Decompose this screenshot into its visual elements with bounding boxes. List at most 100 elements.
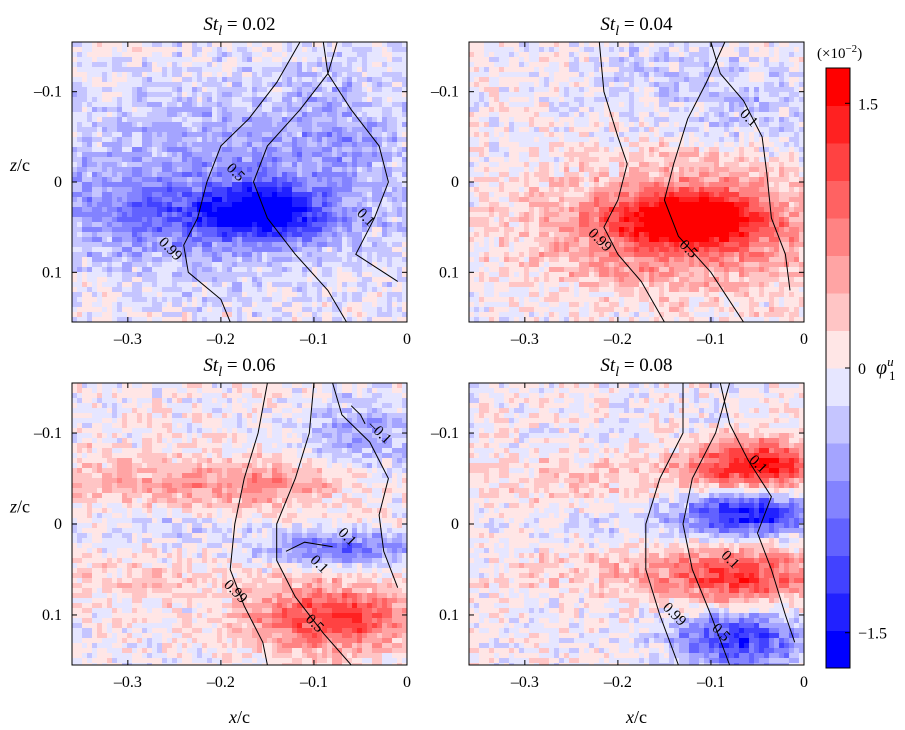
heatmap-cell bbox=[137, 102, 143, 108]
heatmap-cell bbox=[177, 127, 183, 133]
heatmap-cell bbox=[102, 282, 108, 288]
heatmap-cell bbox=[382, 47, 388, 53]
heatmap-cell bbox=[187, 297, 193, 303]
heatmap-cell bbox=[544, 247, 550, 253]
heatmap-cell bbox=[252, 202, 258, 208]
heatmap-cell bbox=[92, 277, 98, 283]
heatmap-cell bbox=[147, 292, 153, 298]
heatmap-cell bbox=[272, 237, 278, 243]
heatmap-cell bbox=[524, 77, 530, 83]
heatmap-cell bbox=[317, 232, 323, 238]
heatmap-cell bbox=[392, 137, 398, 143]
heatmap-cell bbox=[559, 227, 565, 233]
heatmap-cell bbox=[92, 92, 98, 98]
heatmap-cell bbox=[247, 62, 253, 68]
heatmap-cell bbox=[347, 52, 353, 58]
heatmap-cell bbox=[479, 187, 485, 193]
heatmap-cell bbox=[122, 167, 128, 173]
heatmap-cell bbox=[202, 202, 208, 208]
heatmap-cell bbox=[87, 277, 93, 283]
heatmap-cell bbox=[162, 102, 168, 108]
heatmap-cell bbox=[332, 277, 338, 283]
heatmap-cell bbox=[539, 147, 545, 153]
heatmap-cell bbox=[157, 212, 163, 218]
heatmap-cell bbox=[257, 207, 263, 213]
heatmap-cell bbox=[337, 137, 343, 143]
heatmap-cell bbox=[252, 142, 258, 148]
heatmap-cell bbox=[524, 292, 530, 298]
heatmap-cell bbox=[77, 132, 83, 138]
heatmap-cell bbox=[287, 217, 293, 223]
heatmap-cell bbox=[107, 127, 113, 133]
heatmap-cell bbox=[82, 242, 88, 248]
heatmap-cell bbox=[479, 62, 485, 68]
heatmap-cell bbox=[549, 127, 555, 133]
heatmap-cell bbox=[317, 187, 323, 193]
heatmap-cell bbox=[524, 117, 530, 123]
heatmap-cell bbox=[182, 287, 188, 293]
heatmap-cell bbox=[342, 187, 348, 193]
heatmap-cell bbox=[282, 47, 288, 53]
heatmap-cell bbox=[182, 107, 188, 113]
heatmap-cell bbox=[167, 87, 173, 93]
heatmap-cell bbox=[172, 127, 178, 133]
heatmap-cell bbox=[222, 257, 228, 263]
heatmap-cell bbox=[312, 147, 318, 153]
heatmap-cell bbox=[392, 227, 398, 233]
heatmap-cell bbox=[112, 222, 118, 228]
heatmap-cell bbox=[474, 107, 480, 113]
heatmap-cell bbox=[382, 112, 388, 118]
heatmap-cell bbox=[469, 107, 475, 113]
heatmap-cell bbox=[277, 302, 283, 308]
heatmap-cell bbox=[367, 167, 373, 173]
heatmap-cell bbox=[267, 302, 273, 308]
heatmap-cell bbox=[177, 242, 183, 248]
heatmap-cell bbox=[489, 192, 495, 198]
heatmap-cell bbox=[484, 127, 490, 133]
heatmap-cell bbox=[127, 222, 133, 228]
heatmap-cell bbox=[257, 177, 263, 183]
heatmap-cell bbox=[337, 157, 343, 163]
heatmap-cell bbox=[489, 252, 495, 258]
heatmap-cell bbox=[202, 297, 208, 303]
heatmap-cell bbox=[267, 312, 273, 318]
heatmap-cell bbox=[327, 117, 333, 123]
heatmap-cell bbox=[167, 177, 173, 183]
heatmap-cell bbox=[362, 247, 368, 253]
heatmap-cell bbox=[232, 202, 238, 208]
heatmap-cell bbox=[132, 112, 138, 118]
heatmap-cell bbox=[157, 77, 163, 83]
heatmap-cell bbox=[524, 82, 530, 88]
heatmap-cell bbox=[382, 282, 388, 288]
heatmap-cell bbox=[137, 217, 143, 223]
heatmap-cell bbox=[469, 157, 475, 163]
heatmap-cell bbox=[302, 42, 308, 48]
heatmap-cell bbox=[509, 232, 515, 238]
heatmap-cell bbox=[142, 302, 148, 308]
heatmap-cell bbox=[347, 77, 353, 83]
heatmap-cell bbox=[469, 92, 475, 98]
heatmap-cell bbox=[162, 72, 168, 78]
heatmap-cell bbox=[504, 147, 510, 153]
heatmap-cell bbox=[232, 187, 238, 193]
heatmap-cell bbox=[337, 277, 343, 283]
heatmap-cell bbox=[127, 107, 133, 113]
heatmap-cell bbox=[187, 217, 193, 223]
heatmap-cell bbox=[97, 317, 103, 322]
heatmap-cell bbox=[514, 167, 520, 173]
heatmap-cell bbox=[569, 252, 575, 258]
heatmap-cell bbox=[282, 307, 288, 313]
heatmap-cell bbox=[152, 302, 158, 308]
heatmap-cell bbox=[519, 192, 525, 198]
heatmap-cell bbox=[392, 157, 398, 163]
heatmap-cell bbox=[524, 207, 530, 213]
heatmap-cell bbox=[242, 152, 248, 158]
heatmap-cell bbox=[549, 57, 555, 63]
heatmap-cell bbox=[277, 267, 283, 273]
heatmap-cell bbox=[337, 287, 343, 293]
heatmap-cell bbox=[317, 242, 323, 248]
heatmap-cell bbox=[297, 197, 303, 203]
heatmap-cell bbox=[272, 67, 278, 73]
heatmap-cell bbox=[222, 272, 228, 278]
heatmap-cell bbox=[142, 117, 148, 123]
